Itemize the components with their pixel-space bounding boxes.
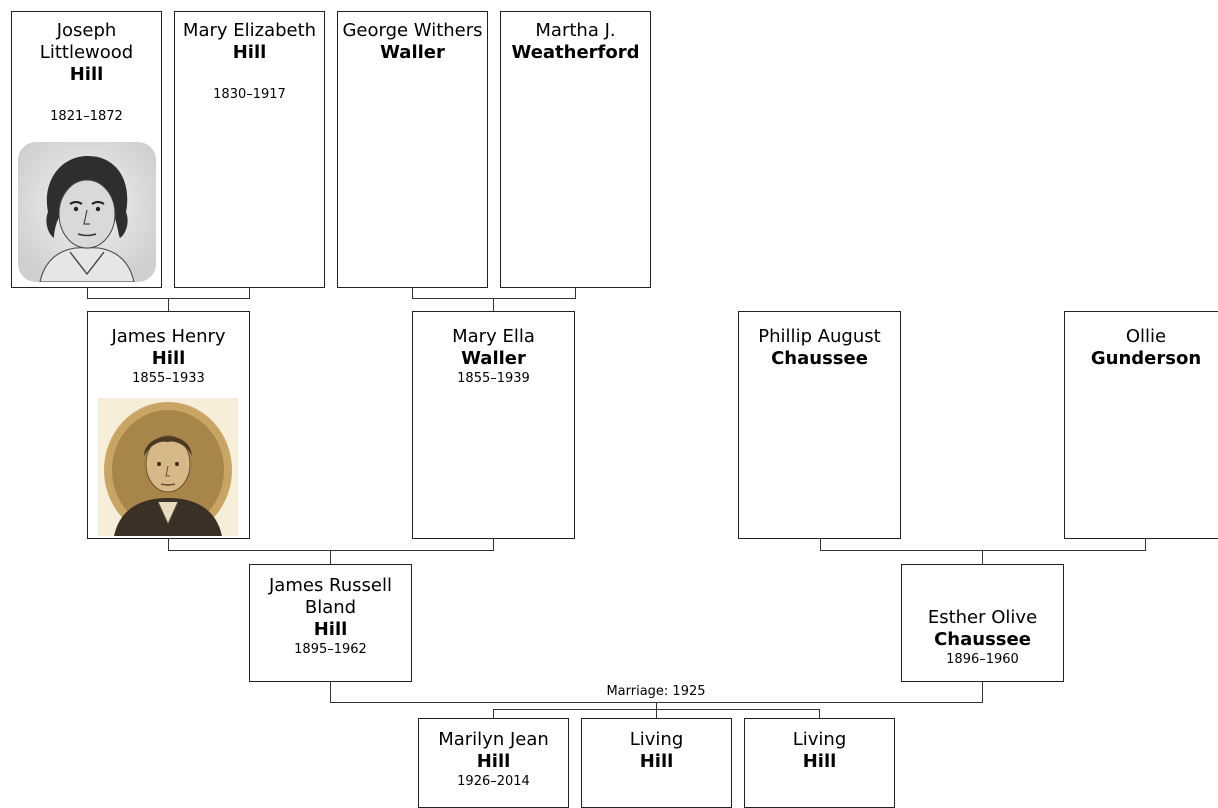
person-card-martha-weatherford[interactable]: Martha J. Weatherford (500, 11, 651, 288)
given-name: Esther Olive (927, 607, 1038, 628)
person-card-living-hill-2[interactable]: Living Hill (744, 718, 895, 808)
person-card-esther-chaussee[interactable]: Esther Olive Chaussee 1896–1960 (901, 564, 1064, 682)
given-name: Ollie (1125, 326, 1167, 347)
surname: Hill (69, 64, 104, 85)
portrait-sepia-photo-icon (98, 398, 238, 536)
life-years: 1821–1872 (50, 109, 123, 124)
surname: Chaussee (771, 348, 868, 369)
connector-line (982, 550, 983, 564)
person-card-james-henry-hill[interactable]: James Henry Hill 1855–1933 (87, 311, 250, 539)
connector-line (493, 538, 494, 551)
connector-line (656, 702, 657, 710)
surname: Gunderson (1090, 348, 1202, 369)
person-card-ollie-gunderson[interactable]: Ollie Gunderson (1064, 311, 1218, 539)
surname: Chaussee (934, 629, 1031, 650)
portrait-engraving-icon (18, 142, 156, 282)
life-years: 1896–1960 (946, 652, 1019, 667)
surname: Hill (232, 42, 267, 63)
given-name: Martha J. (535, 20, 616, 41)
surname: Hill (313, 619, 348, 640)
surname: Waller (380, 42, 445, 63)
connector-line (412, 287, 413, 299)
connector-line (412, 298, 576, 299)
given-name: James Henry (111, 326, 226, 347)
surname: Waller (461, 348, 526, 369)
surname: Hill (151, 348, 186, 369)
connector-line (330, 681, 331, 703)
life-years: 1830–1917 (213, 87, 286, 102)
life-years: 1855–1933 (132, 371, 205, 386)
person-card-joseph-hill[interactable]: Joseph Littlewood Hill 1821–1872 (11, 11, 162, 288)
given-name: Living (792, 729, 847, 750)
connector-line (982, 681, 983, 703)
given-name: Phillip August (758, 326, 881, 347)
surname: Hill (639, 751, 674, 772)
connector-line (820, 538, 821, 551)
connector-line (330, 550, 331, 564)
connector-line (168, 538, 169, 551)
given-name: Marilyn Jean (438, 729, 549, 750)
given-name: George Withers (342, 20, 483, 41)
connector-line (168, 298, 169, 311)
connector-line (575, 287, 576, 299)
life-years: 1926–2014 (457, 774, 530, 789)
marriage-label: Marriage: 1925 (606, 684, 706, 699)
connector-line (493, 298, 494, 311)
person-card-mary-ella-waller[interactable]: Mary Ella Waller 1855–1939 (412, 311, 575, 539)
person-card-phillip-chaussee[interactable]: Phillip August Chaussee (738, 311, 901, 539)
given-name: Mary Elizabeth (182, 20, 317, 41)
given-name: Joseph Littlewood (39, 20, 134, 63)
person-card-james-russell-hill[interactable]: James Russell Bland Hill 1895–1962 (249, 564, 412, 682)
surname: Hill (476, 751, 511, 772)
connector-line (820, 550, 1146, 551)
connector-line (656, 709, 657, 718)
person-card-marilyn-hill[interactable]: Marilyn Jean Hill 1926–2014 (418, 718, 569, 808)
connector-line (249, 287, 250, 299)
life-years: 1855–1939 (457, 371, 530, 386)
connector-line (819, 709, 820, 718)
surname: Hill (802, 751, 837, 772)
given-name: Mary Ella (452, 326, 535, 347)
surname: Weatherford (511, 42, 640, 63)
person-card-mary-elizabeth-hill[interactable]: Mary Elizabeth Hill 1830–1917 (174, 11, 325, 288)
given-name: James Russell Bland (269, 575, 392, 618)
connector-line (168, 550, 494, 551)
life-years: 1895–1962 (294, 642, 367, 657)
given-name: Living (629, 729, 684, 750)
connector-line (493, 709, 494, 718)
person-card-george-waller[interactable]: George Withers Waller (337, 11, 488, 288)
connector-line (1145, 538, 1146, 551)
person-card-living-hill-1[interactable]: Living Hill (581, 718, 732, 808)
connector-line (87, 287, 88, 299)
